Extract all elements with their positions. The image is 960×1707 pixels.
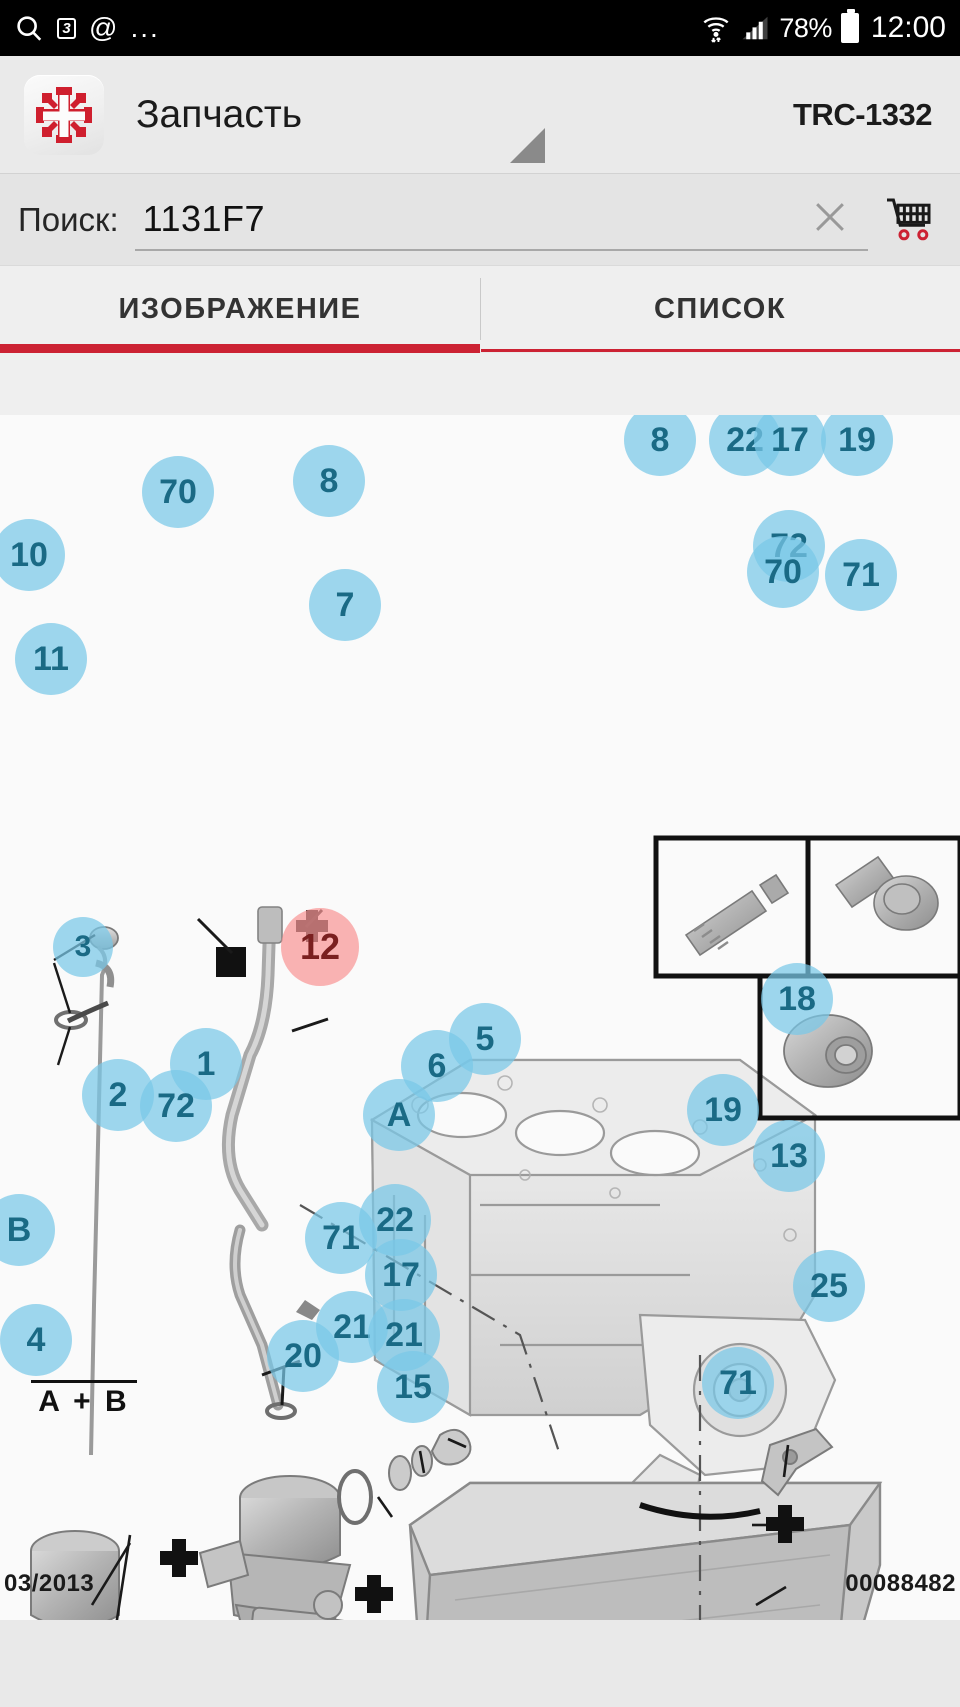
callout-badge-3[interactable]: 3: [53, 917, 113, 977]
callout-badge-17[interactable]: 17: [754, 415, 826, 476]
tab-indicator-active: [0, 344, 480, 353]
callout-badge-15[interactable]: 15: [377, 1351, 449, 1423]
close-icon[interactable]: [808, 195, 852, 239]
tab-divider: [480, 278, 481, 340]
callout-badge-8[interactable]: 8: [624, 415, 696, 476]
tab-image[interactable]: ИЗОБРАЖЕНИЕ: [118, 292, 362, 325]
resize-triangle-icon[interactable]: [510, 128, 545, 163]
callout-badge-20[interactable]: 20: [267, 1320, 339, 1392]
callout-badge-12[interactable]: 12: [281, 908, 359, 986]
clock-label: 12:00: [870, 11, 946, 44]
search-label: Поиск:: [18, 200, 119, 238]
callout-badge-4[interactable]: 4: [0, 1304, 72, 1376]
part-code-label: TRC-1332: [793, 96, 933, 132]
more-icon: ...: [130, 12, 160, 43]
callout-badge-7[interactable]: 7: [309, 569, 381, 641]
callout-badge-70[interactable]: 70: [747, 536, 819, 608]
diagram-id-label: 00088482: [845, 1570, 956, 1597]
callout-badge-11[interactable]: 11: [15, 623, 87, 695]
callout-badge-71[interactable]: 71: [825, 539, 897, 611]
status-bar-left: 3 @ ...: [14, 13, 160, 43]
callout-badge-10[interactable]: 10: [0, 519, 65, 591]
tab-content-gap: [0, 353, 960, 415]
parts-diagram[interactable]: 03/2013 00088482 82217197270717081071131…: [0, 415, 960, 1620]
gear-cross-logo: [24, 74, 104, 155]
fraction-bar: [31, 1380, 137, 1383]
callout-badge-19[interactable]: 19: [687, 1074, 759, 1146]
battery-icon: [840, 9, 859, 43]
callout-badge-71[interactable]: 71: [702, 1347, 774, 1419]
search-input[interactable]: [134, 197, 722, 240]
wifi-icon: [701, 12, 731, 44]
callout-badge-8[interactable]: 8: [293, 445, 365, 517]
app-header: Запчасть TRC-1332: [0, 56, 960, 174]
at-icon: @: [89, 12, 118, 43]
callout-badge-18[interactable]: 18: [761, 963, 833, 1035]
search-bar: Поиск:: [0, 174, 960, 266]
cart-icon[interactable]: [882, 192, 938, 248]
fraction-denominator: A + B: [38, 1385, 130, 1418]
diagram-date-label: 03/2013: [4, 1570, 95, 1597]
callout-badge-72[interactable]: 72: [140, 1070, 212, 1142]
search-icon: [14, 13, 44, 43]
callout-badge-13[interactable]: 13: [753, 1120, 825, 1192]
badge-3-icon: 3: [57, 17, 76, 39]
tab-list[interactable]: СПИСОК: [653, 292, 787, 325]
callout-badge-70[interactable]: 70: [142, 456, 214, 528]
status-bar-right: 78% 12:00: [701, 9, 946, 45]
callout-badge-A[interactable]: A: [363, 1079, 435, 1151]
callout-badge-25[interactable]: 25: [793, 1250, 865, 1322]
callout-badge-B[interactable]: B: [0, 1194, 55, 1266]
battery-percent-label: 78%: [779, 12, 832, 43]
callout-badge-19[interactable]: 19: [821, 415, 893, 476]
fraction-note: A + B: [28, 1380, 140, 1419]
tab-indicator-inactive: [481, 349, 960, 352]
bottom-spacer: [0, 1620, 960, 1707]
page-title: Запчасть: [136, 92, 303, 136]
signal-icon: [740, 13, 770, 43]
status-bar: 3 @ ... 78% 12:00: [0, 0, 960, 56]
search-field-wrapper[interactable]: [134, 189, 868, 251]
